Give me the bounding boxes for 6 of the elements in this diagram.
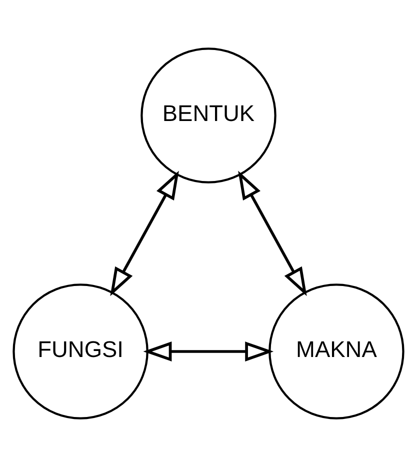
arrow (110, 170, 179, 296)
arrow (238, 170, 307, 296)
arrow (143, 341, 274, 361)
node-circle: BENTUK (140, 47, 276, 183)
node-circle: FUNGSI (12, 283, 148, 419)
node-circle: MAKNA (268, 283, 404, 419)
